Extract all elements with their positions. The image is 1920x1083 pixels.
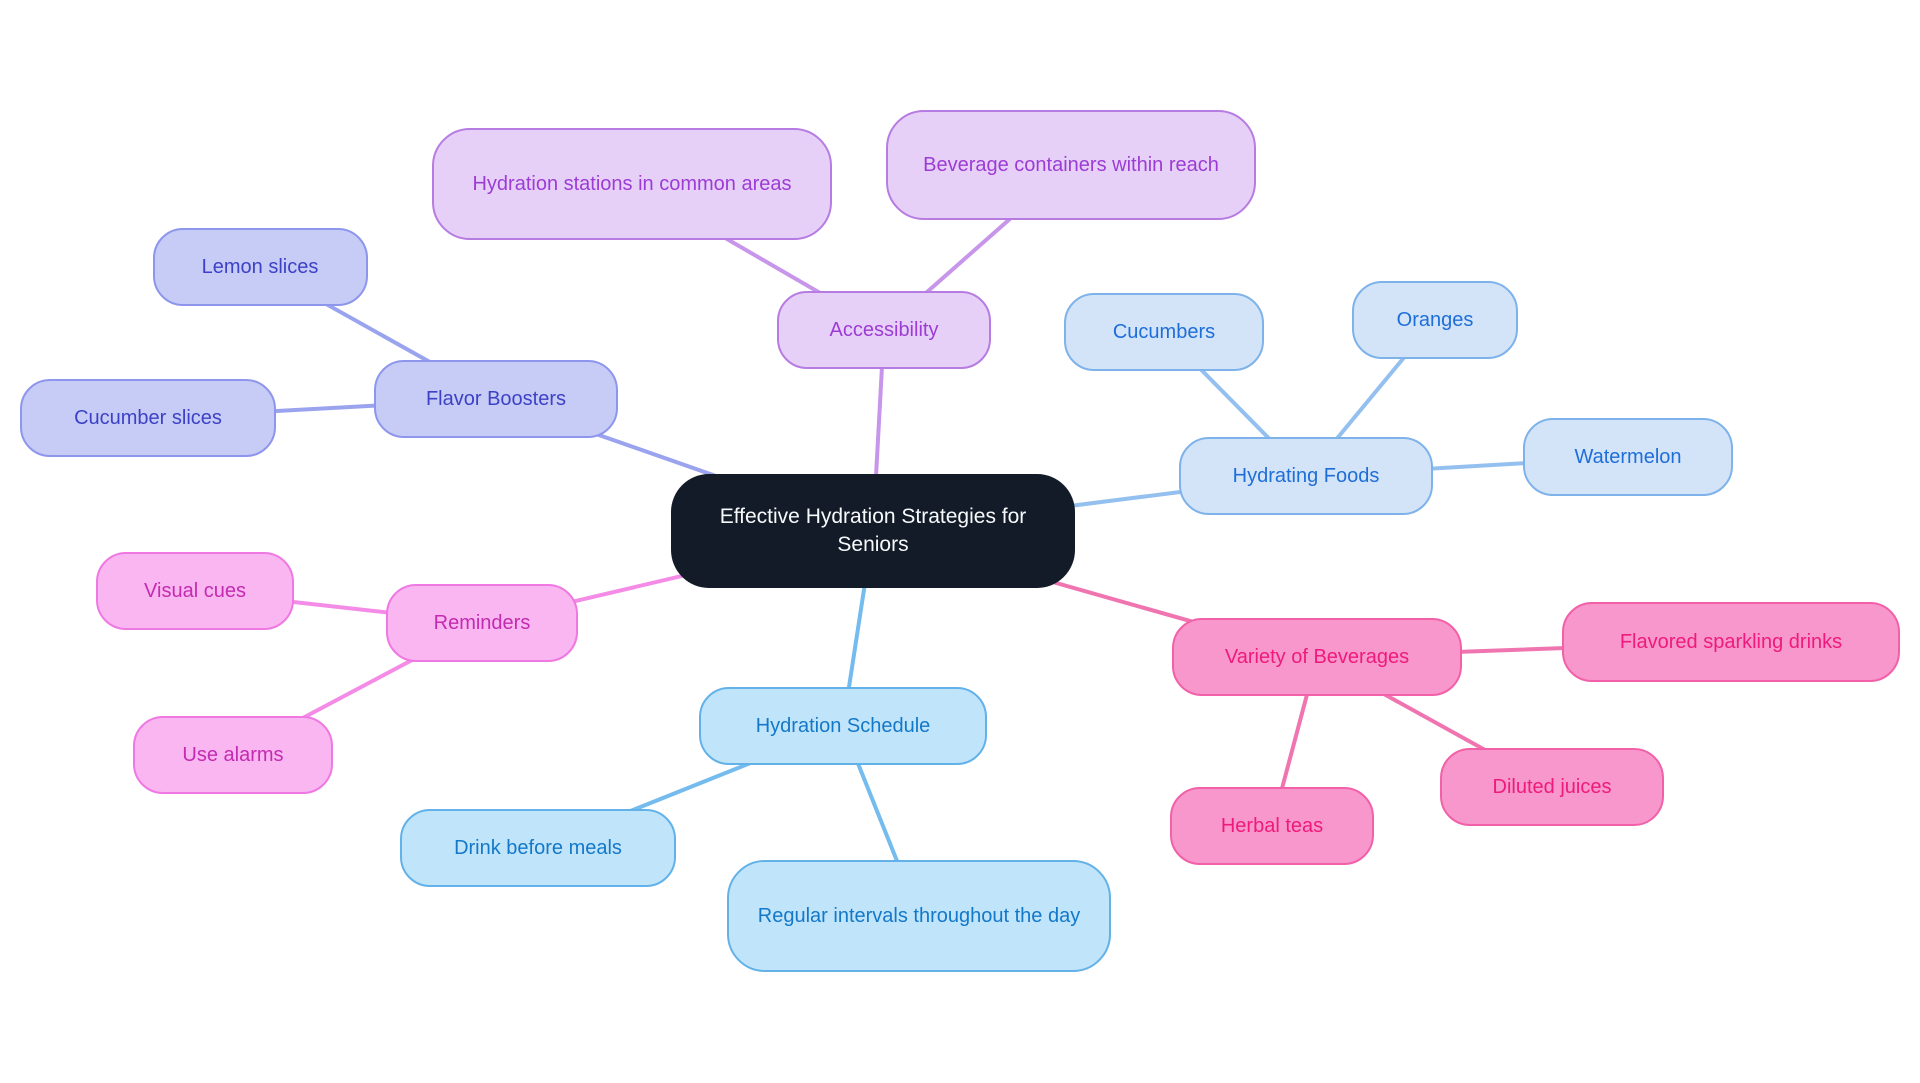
node-label-regular-intervals: Regular intervals throughout the day xyxy=(757,904,1081,927)
node-watermelon[interactable]: Watermelon xyxy=(1523,418,1733,496)
node-label-hydrating-foods: Hydrating Foods xyxy=(1232,464,1380,487)
node-use-alarms[interactable]: Use alarms xyxy=(133,716,333,794)
node-label-cucumbers: Cucumbers xyxy=(1112,320,1216,343)
node-label-cucumber-slices: Cucumber slices xyxy=(74,406,222,429)
node-label-beverage-containers: Beverage containers within reach xyxy=(923,153,1219,176)
node-label-herbal-teas: Herbal teas xyxy=(1220,814,1324,837)
node-oranges[interactable]: Oranges xyxy=(1352,281,1518,359)
node-reminders[interactable]: Reminders xyxy=(386,584,578,662)
node-beverage-containers[interactable]: Beverage containers within reach xyxy=(886,110,1256,220)
node-visual-cues[interactable]: Visual cues xyxy=(96,552,294,630)
node-hydration-schedule[interactable]: Hydration Schedule xyxy=(699,687,987,765)
node-label-flavored-sparkling-drinks: Flavored sparkling drinks xyxy=(1619,630,1843,653)
node-hydrating-foods[interactable]: Hydrating Foods xyxy=(1179,437,1433,515)
node-label-use-alarms: Use alarms xyxy=(182,743,284,766)
node-cucumbers[interactable]: Cucumbers xyxy=(1064,293,1264,371)
node-flavored-sparkling-drinks[interactable]: Flavored sparkling drinks xyxy=(1562,602,1900,682)
node-label-oranges: Oranges xyxy=(1396,308,1474,331)
node-label-drink-before-meals: Drink before meals xyxy=(454,836,622,859)
node-drink-before-meals[interactable]: Drink before meals xyxy=(400,809,676,887)
node-label-diluted-juices: Diluted juices xyxy=(1492,775,1612,798)
node-label-root: Effective Hydration Strategies for Senio… xyxy=(719,505,1027,556)
node-label-visual-cues: Visual cues xyxy=(144,579,246,602)
node-label-variety-of-beverages: Variety of Beverages xyxy=(1224,645,1410,668)
node-accessibility[interactable]: Accessibility xyxy=(777,291,991,369)
node-label-hydration-schedule: Hydration Schedule xyxy=(755,714,931,737)
node-hydration-stations[interactable]: Hydration stations in common areas xyxy=(432,128,832,240)
node-flavor-boosters[interactable]: Flavor Boosters xyxy=(374,360,618,438)
node-regular-intervals[interactable]: Regular intervals throughout the day xyxy=(727,860,1111,972)
node-label-hydration-stations: Hydration stations in common areas xyxy=(472,172,792,195)
node-label-accessibility: Accessibility xyxy=(829,318,939,341)
node-cucumber-slices[interactable]: Cucumber slices xyxy=(20,379,276,457)
node-variety-of-beverages[interactable]: Variety of Beverages xyxy=(1172,618,1462,696)
node-herbal-teas[interactable]: Herbal teas xyxy=(1170,787,1374,865)
node-root[interactable]: Effective Hydration Strategies for Senio… xyxy=(671,474,1075,588)
node-label-flavor-boosters: Flavor Boosters xyxy=(425,387,567,410)
node-label-lemon-slices: Lemon slices xyxy=(201,255,319,278)
node-lemon-slices[interactable]: Lemon slices xyxy=(152,228,368,306)
node-diluted-juices[interactable]: Diluted juices xyxy=(1440,748,1664,826)
node-label-watermelon: Watermelon xyxy=(1574,445,1682,468)
node-label-reminders: Reminders xyxy=(433,611,531,634)
